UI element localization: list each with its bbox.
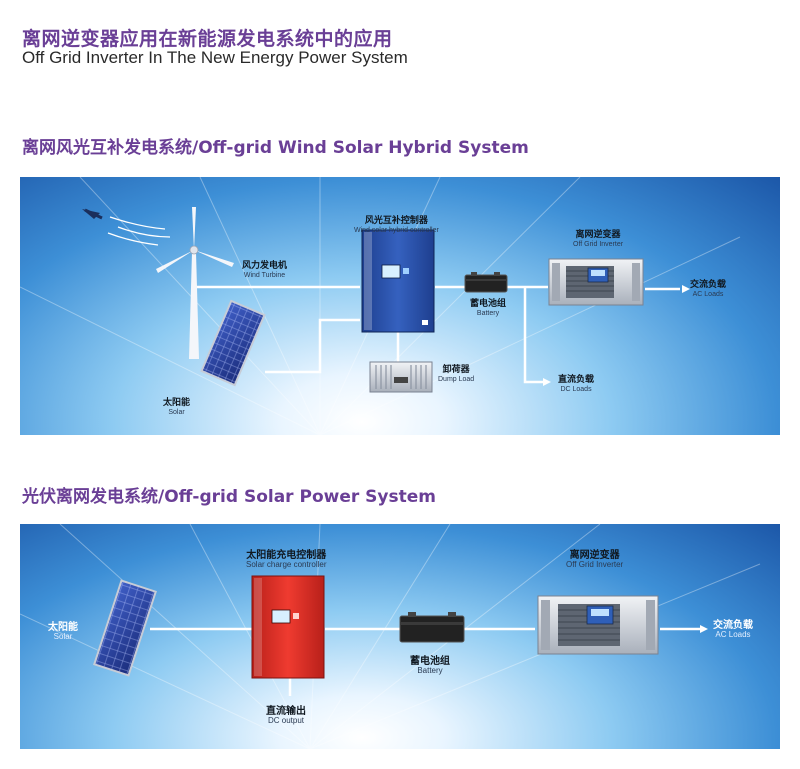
battery-label-cn: 蓄电池组 [470, 299, 507, 309]
label-solar: 太阳能 Solar [48, 622, 78, 642]
inverter-label-cn: 离网逆变器 [575, 230, 621, 240]
wind-arrow-icon [82, 208, 171, 246]
solar-panel-icon [200, 299, 266, 387]
ac-load-label-en: AC Loads [692, 290, 724, 298]
label-dc-loads: 直流负载 DC Loads [558, 375, 595, 394]
section2-title: 光伏离网发电系统/Off-grid Solar Power System [22, 487, 436, 507]
solar-system-diagram: 太阳能充电控制器 Solar charge controller 离网逆变器 O… [20, 524, 780, 749]
battery-label-cn: 蓄电池组 [410, 656, 450, 667]
solar-label-cn: 太阳能 [48, 622, 78, 633]
wiring-lines [195, 285, 680, 384]
controller-label-en: Solar charge controller [246, 560, 327, 569]
solar-label-cn: 太阳能 [163, 398, 191, 408]
ac-load-label-cn: 交流负载 [690, 280, 727, 290]
dump-load-label-en: Dump Load [438, 375, 475, 383]
inverter-label-en: Off Grid Inverter [566, 560, 624, 569]
label-wind-turbine: 风力发电机 Wind Turbine [242, 261, 288, 280]
label-ac-loads: 交流负载 AC Loads [713, 620, 753, 640]
dump-load-icon [369, 361, 433, 393]
controller-label-cn: 太阳能充电控制器 [246, 550, 327, 561]
controller-label-cn: 风光互补控制器 [364, 216, 428, 226]
solar-system-scene [20, 524, 761, 749]
inverter-label-en: Off Grid Inverter [573, 240, 624, 248]
solar-label-en: Solar [168, 408, 185, 416]
page-title-en: Off Grid Inverter In The New Energy Powe… [22, 48, 408, 67]
section1-title: 离网风光互补发电系统/Off-grid Wind Solar Hybrid Sy… [22, 138, 529, 158]
controller-icon [251, 575, 325, 679]
arrow-right-icon [682, 285, 690, 293]
controller-label-en: Wind solar hybrid controller [354, 226, 439, 234]
battery-icon [464, 272, 508, 293]
dump-load-label-cn: 卸荷器 [442, 365, 470, 375]
arrow-right-icon [700, 625, 708, 633]
label-inverter: 离网逆变器 Off Grid Inverter [573, 230, 624, 249]
ac-load-label-en: AC Loads [715, 630, 751, 639]
label-dc-output: 直流输出 DC output [266, 706, 306, 726]
inverter-icon [537, 595, 659, 655]
inverter-icon [548, 258, 644, 306]
controller-icon [361, 229, 435, 333]
label-controller: 风光互补控制器 Wind solar hybrid controller [354, 216, 439, 235]
label-dump-load: 卸荷器 Dump Load [438, 365, 475, 384]
wind-label-cn: 风力发电机 [242, 261, 288, 271]
solar-label-en: Solar [53, 632, 73, 641]
solar-panel-icon [93, 579, 157, 677]
battery-icon [399, 612, 465, 643]
label-ac-loads: 交流负载 AC Loads [690, 280, 727, 299]
ac-load-label-cn: 交流负载 [713, 620, 753, 631]
battery-label-en: Battery [476, 309, 500, 317]
dc-load-label-cn: 直流负载 [558, 375, 595, 385]
dc-output-label-en: DC output [267, 716, 305, 725]
inverter-label-cn: 离网逆变器 [569, 550, 620, 561]
battery-label-en: Battery [417, 666, 443, 675]
dc-output-label-cn: 直流输出 [266, 706, 306, 717]
label-controller: 太阳能充电控制器 Solar charge controller [246, 550, 326, 570]
dc-load-label-en: DC Loads [560, 385, 592, 393]
label-inverter: 离网逆变器 Off Grid Inverter [566, 550, 623, 570]
hybrid-system-diagram: 风光互补控制器 Wind solar hybrid controller 离网逆… [20, 177, 780, 435]
wind-turbine-icon [156, 207, 234, 359]
wind-label-en: Wind Turbine [243, 271, 286, 279]
label-solar: 太阳能 Solar [163, 398, 191, 417]
label-battery: 蓄电池组 Battery [470, 299, 507, 318]
arrow-right-icon [543, 378, 551, 386]
hybrid-system-scene [20, 177, 741, 435]
label-battery: 蓄电池组 Battery [410, 656, 450, 676]
page-title-cn: 离网逆变器应用在新能源发电系统中的应用 [22, 28, 393, 50]
